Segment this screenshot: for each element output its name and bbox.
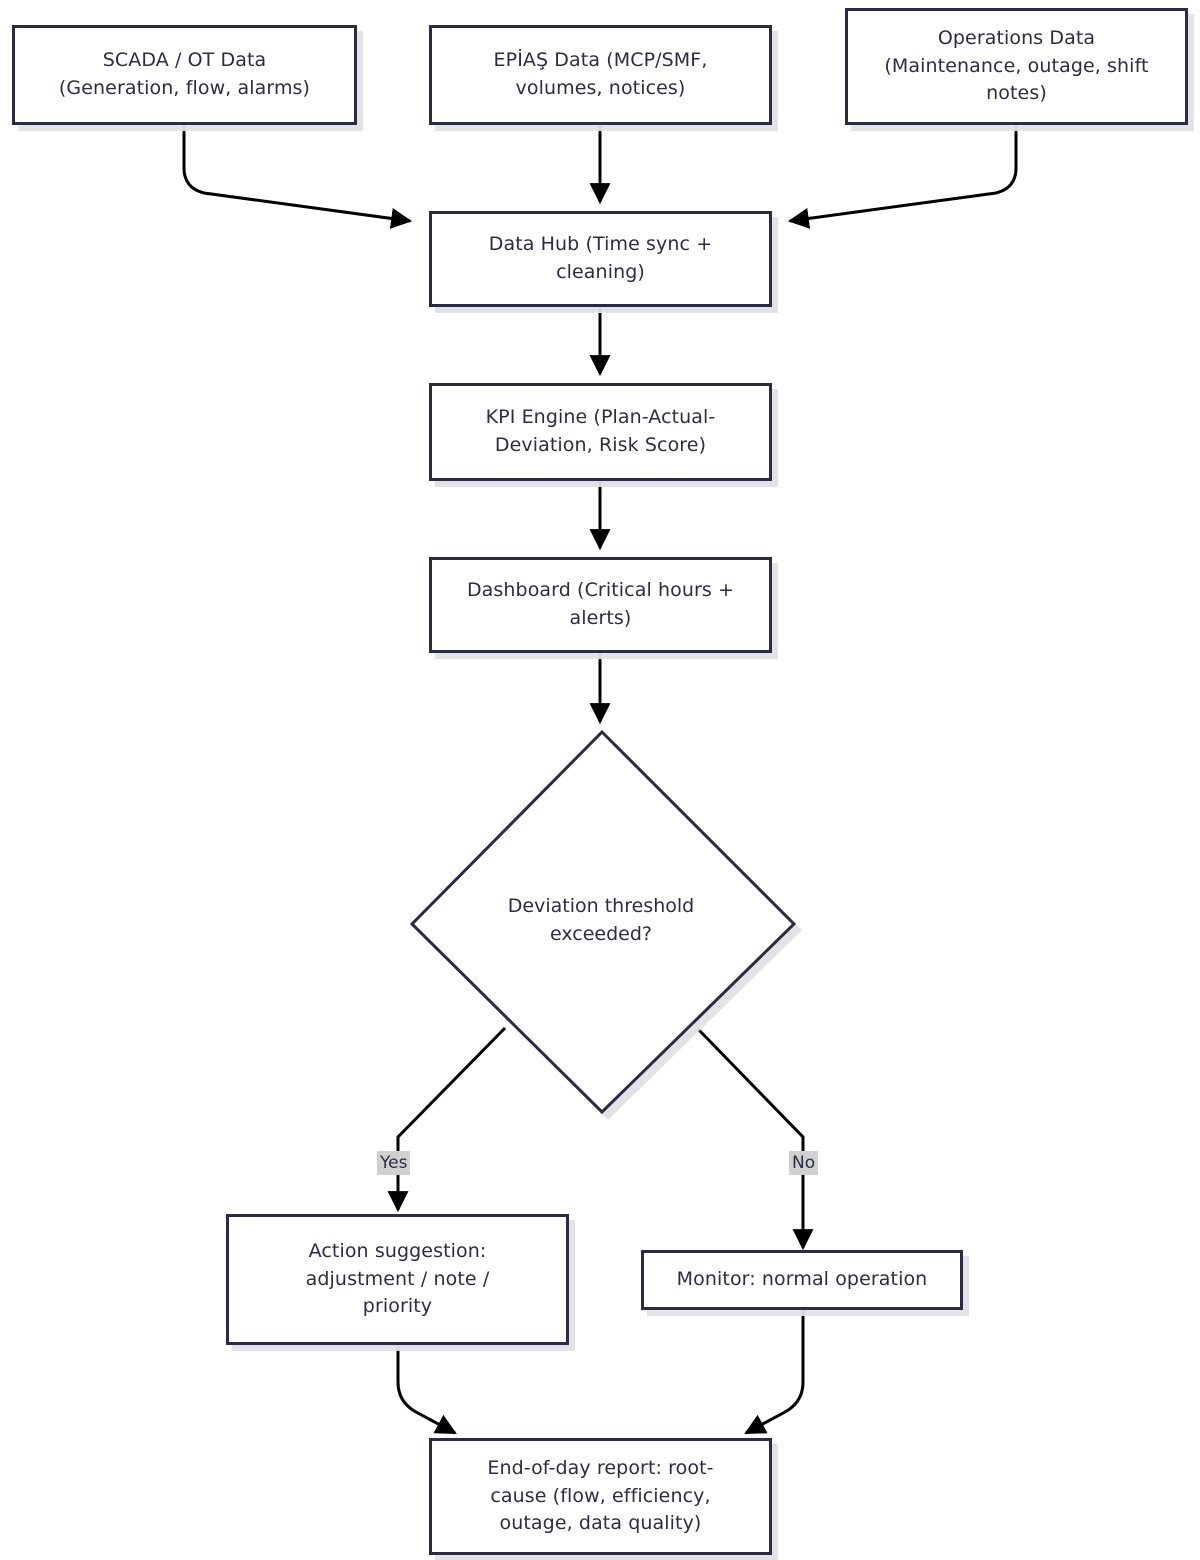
node-data-hub[interactable]: Data Hub (Time sync + cleaning) (429, 211, 772, 307)
node-epias-data[interactable]: EPİAŞ Data (MCP/SMF, volumes, notices) (429, 25, 772, 125)
node-kpi-engine-label: KPI Engine (Plan-Actual- Deviation, Risk… (485, 406, 716, 456)
edge-monitor-to-report (744, 1310, 805, 1435)
node-epias-data-label: EPİAŞ Data (MCP/SMF, volumes, notices) (493, 49, 708, 99)
node-deviation-threshold-decision[interactable]: Deviation threshold exceeded? (406, 726, 797, 1116)
node-operations-data[interactable]: Operations Data (Maintenance, outage, sh… (845, 8, 1188, 125)
node-kpi-engine[interactable]: KPI Engine (Plan-Actual- Deviation, Risk… (429, 383, 772, 481)
node-operations-data-label: Operations Data (Maintenance, outage, sh… (884, 27, 1149, 105)
node-monitor-normal-operation[interactable]: Monitor: normal operation (641, 1250, 963, 1310)
node-scada-ot-data[interactable]: SCADA / OT Data (Generation, flow, alarm… (12, 25, 357, 125)
edge-scada-to-datahub (182, 125, 413, 229)
node-scada-ot-data-label: SCADA / OT Data (Generation, flow, alarm… (58, 49, 311, 99)
edge-label-yes: Yes (377, 1151, 411, 1176)
diamond-shape (409, 729, 797, 1115)
node-action-suggestion[interactable]: Action suggestion: adjustment / note / p… (226, 1214, 569, 1345)
node-action-suggestion-label: Action suggestion: adjustment / note / p… (305, 1240, 490, 1318)
edge-operations-to-datahub (787, 125, 1018, 229)
node-data-hub-label: Data Hub (Time sync + cleaning) (488, 233, 713, 283)
node-end-of-day-report-label: End-of-day report: root- cause (flow, ef… (487, 1457, 714, 1535)
node-dashboard-label: Dashboard (Critical hours + alerts) (466, 579, 735, 629)
edge-action-to-report (396, 1345, 457, 1435)
node-monitor-normal-operation-label: Monitor: normal operation (676, 1268, 928, 1291)
edge-label-no: No (789, 1151, 819, 1176)
node-end-of-day-report[interactable]: End-of-day report: root- cause (flow, ef… (429, 1438, 772, 1555)
node-dashboard[interactable]: Dashboard (Critical hours + alerts) (429, 557, 772, 653)
